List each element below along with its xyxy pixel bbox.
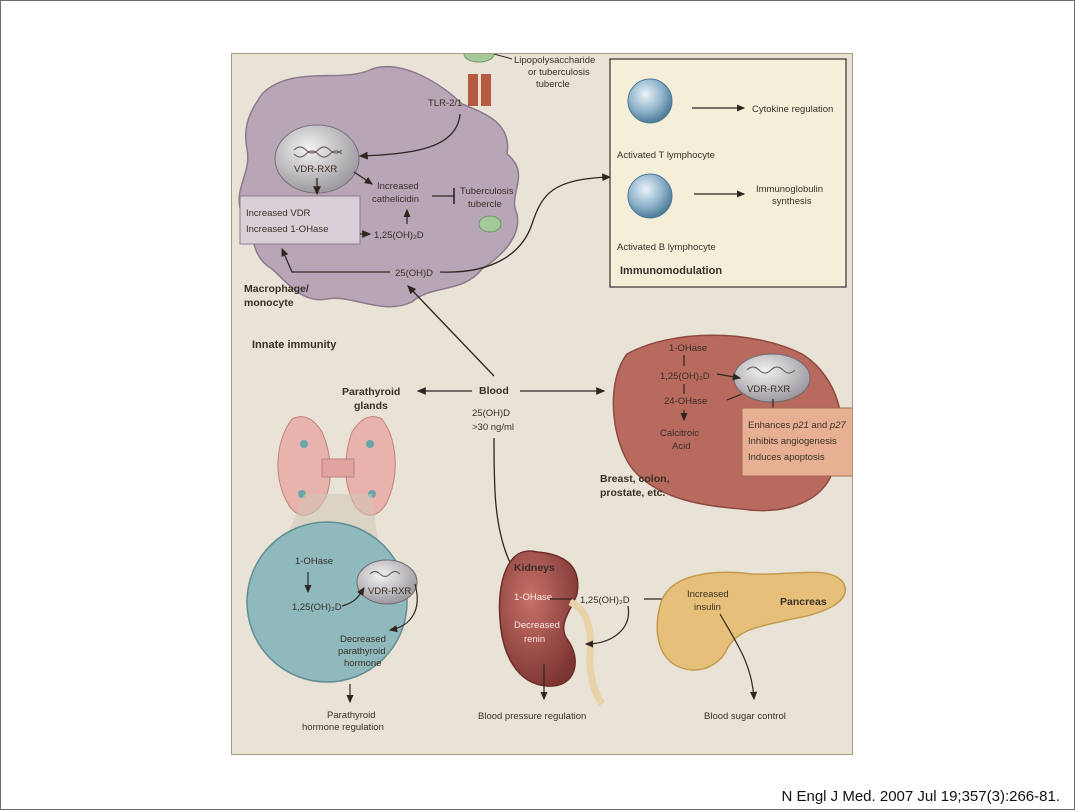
calcitroic-label-2: Acid	[672, 441, 690, 452]
blood-level-label-2: >30 ng/ml	[472, 422, 514, 433]
tissue-label-1: Breast, colon,	[600, 473, 670, 485]
blood-label: Blood	[479, 385, 509, 397]
tlr-receptor-icon	[468, 74, 478, 106]
blood-level-label-1: 25(OH)D	[472, 408, 510, 419]
lps-label-2: or tuberculosis	[528, 67, 590, 78]
insulin-label-1: Increased	[687, 589, 729, 600]
diagram-panel: Lipopolysaccharide or tuberculosis tuber…	[231, 53, 853, 755]
cancer-ohase-label: 1-OHase	[669, 343, 707, 354]
decreased-pth-label-2: parathyroid	[338, 646, 386, 657]
lps-label: Lipopolysaccharide	[514, 55, 595, 66]
decreased-renin-label-2: renin	[524, 634, 545, 645]
b-lymphocyte-label: Activated B lymphocyte	[617, 242, 716, 253]
t-lymphocyte-label: Activated T lymphocyte	[617, 150, 715, 161]
lps-label-3: tubercle	[536, 79, 570, 90]
immunoglobulin-label-2: synthesis	[772, 196, 812, 207]
parathyroid-vdr-label: VDR-RXR	[368, 586, 411, 597]
tuberculosis-label-2: tubercle	[468, 199, 502, 210]
macrophage-label-1: Macrophage/	[244, 283, 309, 295]
bp-regulation-label: Blood pressure regulation	[478, 711, 586, 722]
decreased-pth-label-3: hormone	[344, 658, 382, 669]
cytokine-label: Cytokine regulation	[752, 104, 833, 115]
macrophage-label-2: monocyte	[244, 297, 294, 309]
calcitroic-label-1: Calcitroic	[660, 428, 699, 439]
increased-vdr-box	[240, 196, 360, 244]
parathyroid-label-2: glands	[354, 400, 388, 412]
parathyroid-label-1: Parathyroid	[342, 386, 400, 398]
increased-vdr-label: Increased VDR	[246, 208, 311, 219]
t-lymphocyte-icon	[628, 79, 672, 123]
decreased-renin-label-1: Decreased	[514, 620, 560, 631]
ohase24-label: 24-OHase	[664, 396, 707, 407]
calcidiol-label: 25(OH)D	[395, 268, 433, 279]
tissue-label-2: prostate, etc.	[600, 487, 665, 499]
citation: N Engl J Med. 2007 Jul 19;357(3):266-81.	[781, 788, 1060, 805]
immunoglobulin-label-1: Immunoglobulin	[756, 184, 823, 195]
pth-regulation-label-1: Parathyroid	[327, 710, 376, 721]
tubercle-icon	[479, 216, 501, 232]
effect-p21-p27: Enhances p21 and p27	[748, 420, 846, 431]
parathyroid-ohase-label: 1-OHase	[295, 556, 333, 567]
cancer-vdr-label: VDR-RXR	[747, 384, 790, 395]
effect-apoptosis: Induces apoptosis	[748, 452, 825, 463]
vdr-rxr-label: VDR-RXR	[294, 164, 337, 175]
blood-sugar-label: Blood sugar control	[704, 711, 786, 722]
parathyroid-calcitriol-label: 1,25(OH)₂D	[292, 602, 342, 613]
b-lymphocyte-icon	[628, 174, 672, 218]
pancreas-icon	[657, 572, 845, 670]
cancer-calcitriol-label: 1,25(OH)₂D	[660, 371, 710, 382]
effect-angiogenesis: Inhibits angiogenesis	[748, 436, 837, 447]
increased-ohase-label: Increased 1-OHase	[246, 224, 328, 235]
vitamin-d-diagram: Lipopolysaccharide or tuberculosis tuber…	[232, 54, 852, 754]
immunomodulation-title: Immunomodulation	[620, 265, 722, 277]
calcitriol-label: 1,25(OH)₂D	[374, 230, 424, 241]
cathelicidin-label-2: cathelicidin	[372, 194, 419, 205]
immunomodulation-box: Cytokine regulation Activated T lymphocy…	[610, 59, 846, 287]
tlr-label: TLR-2/1	[428, 98, 462, 109]
pth-regulation-label-2: hormone regulation	[302, 722, 384, 733]
innate-immunity-label: Innate immunity	[252, 339, 337, 351]
insulin-label-2: insulin	[694, 602, 721, 613]
tuberculosis-label-1: Tuberculosis	[460, 186, 514, 197]
decreased-pth-label-1: Decreased	[340, 634, 386, 645]
pancreas-label: Pancreas	[780, 596, 827, 608]
cathelicidin-label-1: Increased	[377, 181, 419, 192]
kidney-calcitriol-label: 1,25(OH)₂D	[580, 595, 630, 606]
lps-icon	[464, 54, 494, 62]
kidney-ohase-label: 1-OHase	[514, 592, 552, 603]
kidney-label: Kidneys	[514, 562, 555, 574]
parathyroid-cell: 1-OHase 1,25(OH)₂D VDR-RXR Decreased par…	[247, 522, 417, 682]
